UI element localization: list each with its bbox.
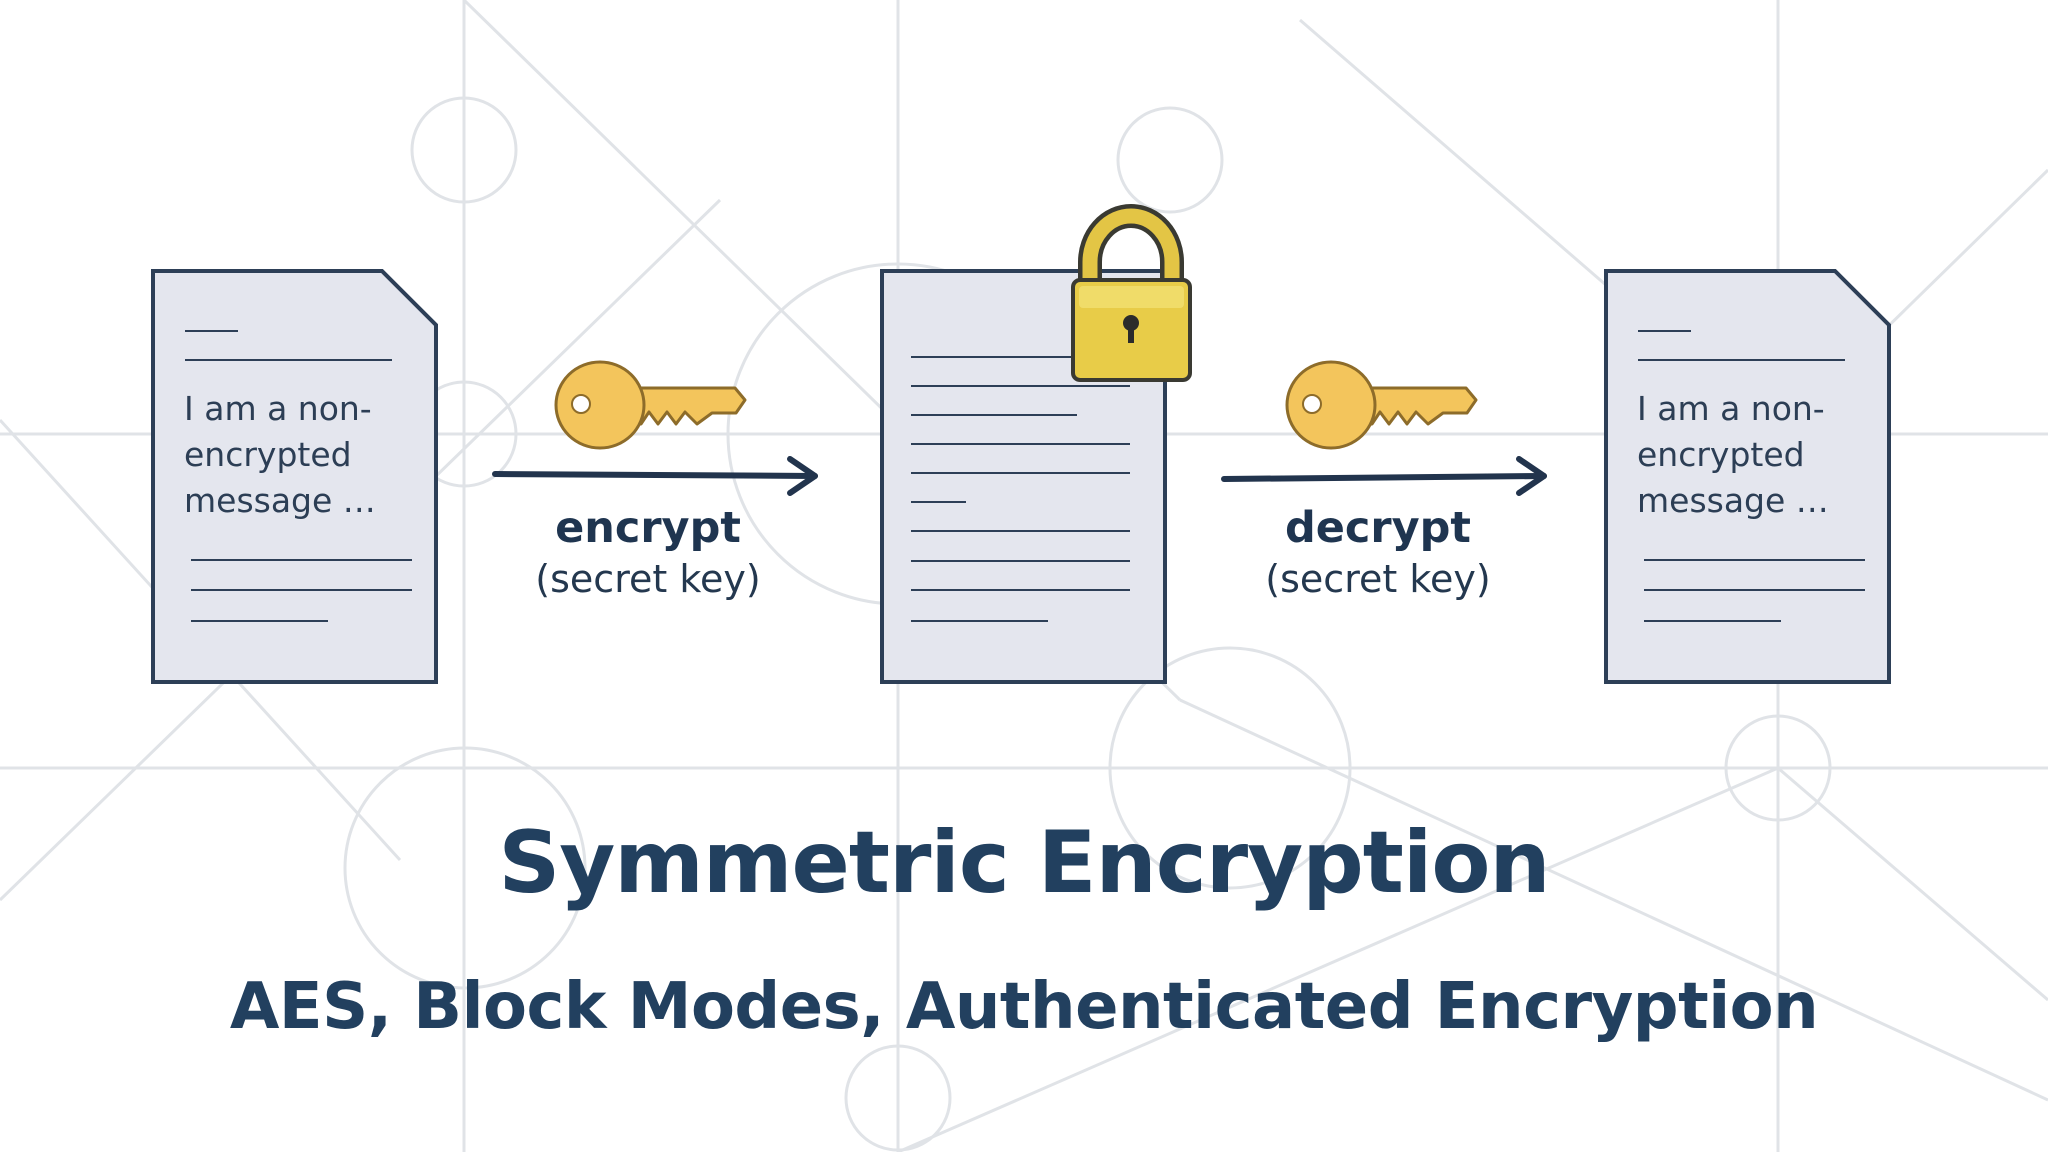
encrypt-verb: encrypt — [555, 503, 741, 553]
decrypt-key-note: (secret key) — [1265, 557, 1491, 601]
padlock-icon — [1071, 204, 1192, 382]
encrypt-label: encrypt (secret key) — [498, 502, 798, 604]
decrypt-label: decrypt (secret key) — [1228, 502, 1528, 604]
encrypt-arrow — [492, 456, 818, 496]
page-title: Symmetric Encryption — [498, 813, 1550, 913]
page-subtitle: AES, Block Modes, Authenticated Encrypti… — [229, 970, 1819, 1044]
key-icon — [1285, 360, 1478, 450]
decrypted-message: I am a non- encrypted message … — [1637, 389, 1829, 520]
plaintext-document — [151, 269, 438, 684]
decrypt-arrow — [1221, 456, 1547, 496]
key-icon — [554, 360, 747, 450]
decrypted-document — [1604, 269, 1891, 684]
encrypt-key-note: (secret key) — [535, 557, 761, 601]
plaintext-message: I am a non- encrypted message … — [184, 389, 376, 520]
decrypt-verb: decrypt — [1284, 503, 1471, 553]
